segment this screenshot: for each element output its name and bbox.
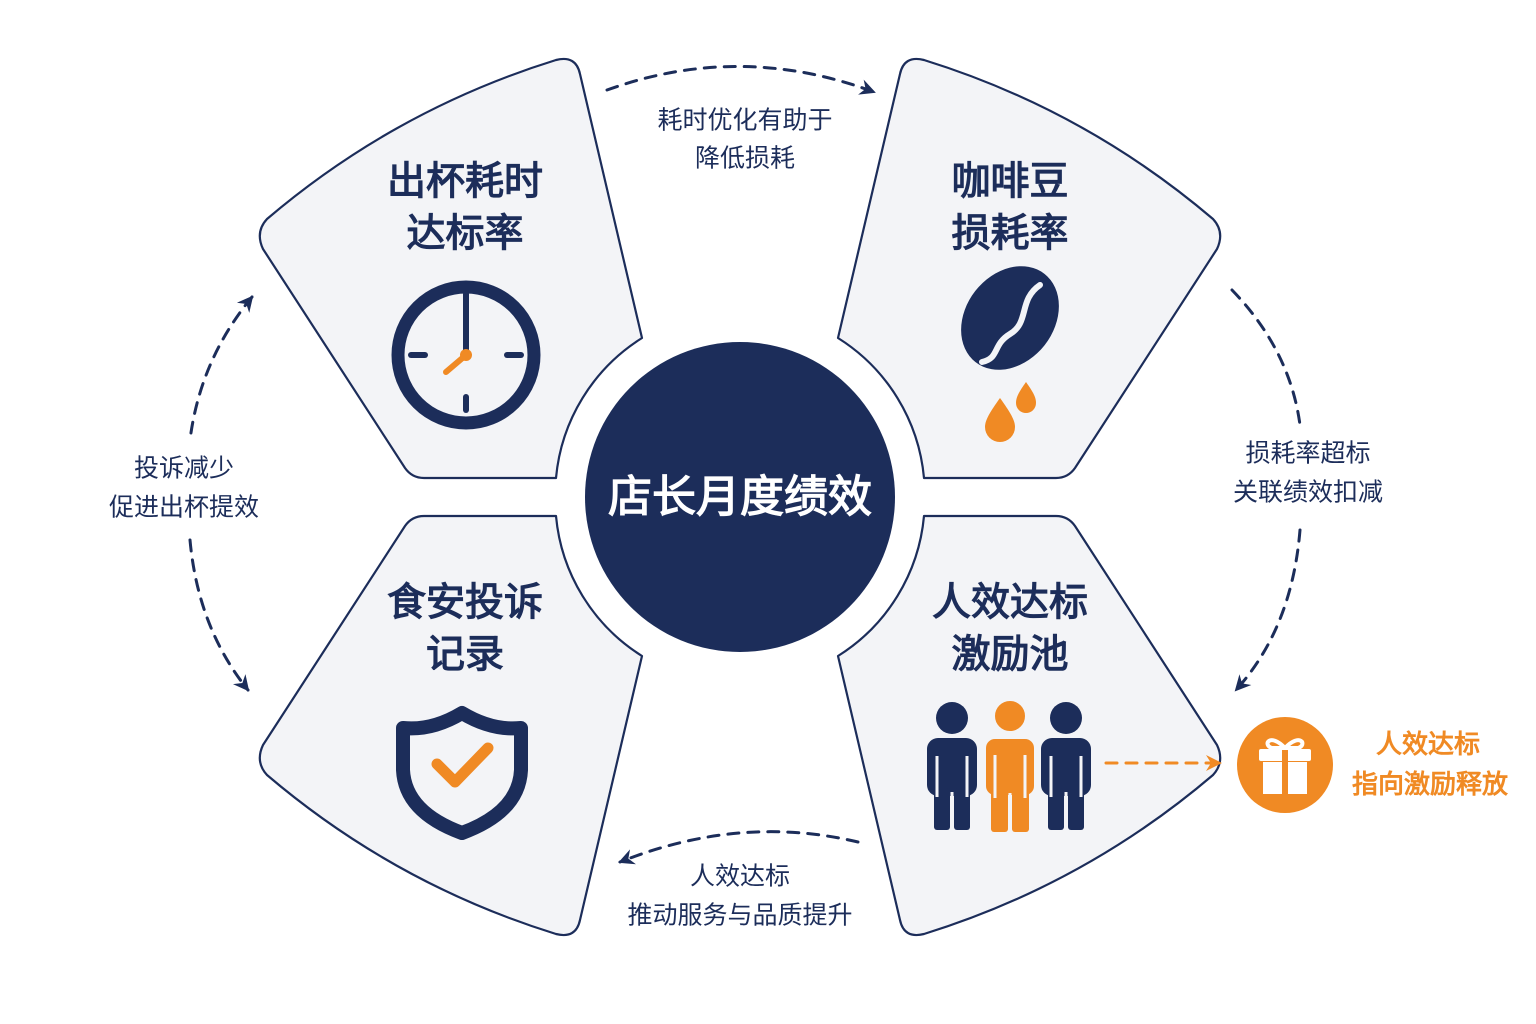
panel-top-right-title-line2: 损耗率: [951, 212, 1068, 257]
link-top-arrow: [605, 65, 876, 95]
reward-label-line1: 人效达标: [1376, 729, 1480, 760]
panel-top-left-title-line1: 出杯耗时: [387, 160, 543, 205]
person-right-icon: [1041, 702, 1091, 830]
link-top-label-line2: 降低损耗: [695, 144, 795, 173]
person-left-icon: [927, 702, 977, 830]
people-icon: [927, 697, 1091, 832]
link-right-arrow-upper: [1230, 288, 1302, 427]
center-label: 店长月度绩效: [608, 472, 872, 523]
link-top-label-line1: 耗时优化有助于: [657, 106, 832, 135]
clock-icon: [391, 280, 541, 430]
link-right-label-line1: 损耗率超标: [1245, 439, 1370, 468]
reward-label-line2: 指向激励释放: [1352, 769, 1509, 800]
link-left-arrow-upper: [188, 295, 254, 442]
coffee-bean-icon: [961, 266, 1059, 370]
person-center-icon: [982, 697, 1038, 832]
link-left-arrow-lower: [188, 538, 250, 692]
panel-top-left: [258, 57, 644, 480]
panel-bottom-left-title-line2: 记录: [426, 633, 504, 678]
panel-bottom-right: [836, 514, 1222, 937]
link-right-label-line2: 关联绩效扣减: [1233, 478, 1383, 507]
center-circle: [585, 342, 895, 652]
droplets-icon: [985, 382, 1036, 442]
shield-check-icon: [396, 706, 528, 840]
panel-bottom-left-title-line1: 食安投诉: [387, 581, 543, 626]
link-bottom-label-line1: 人效达标: [690, 862, 790, 891]
link-bottom-label-line2: 推动服务与品质提升: [627, 901, 852, 930]
panel-top-left-title-line2: 达标率: [406, 212, 523, 257]
panel-bottom-right-title-line2: 激励池: [951, 633, 1068, 678]
link-bottom-arrow: [618, 830, 860, 865]
panel-top-right-title-line1: 咖啡豆: [951, 160, 1068, 205]
link-right-arrow-lower: [1234, 528, 1302, 692]
panel-bottom-right-title-line1: 人效达标: [932, 581, 1088, 626]
link-left-label-line1: 投诉减少: [134, 454, 234, 483]
link-left-label-line2: 促进出杯提效: [109, 493, 259, 522]
gift-icon: [1237, 717, 1333, 813]
